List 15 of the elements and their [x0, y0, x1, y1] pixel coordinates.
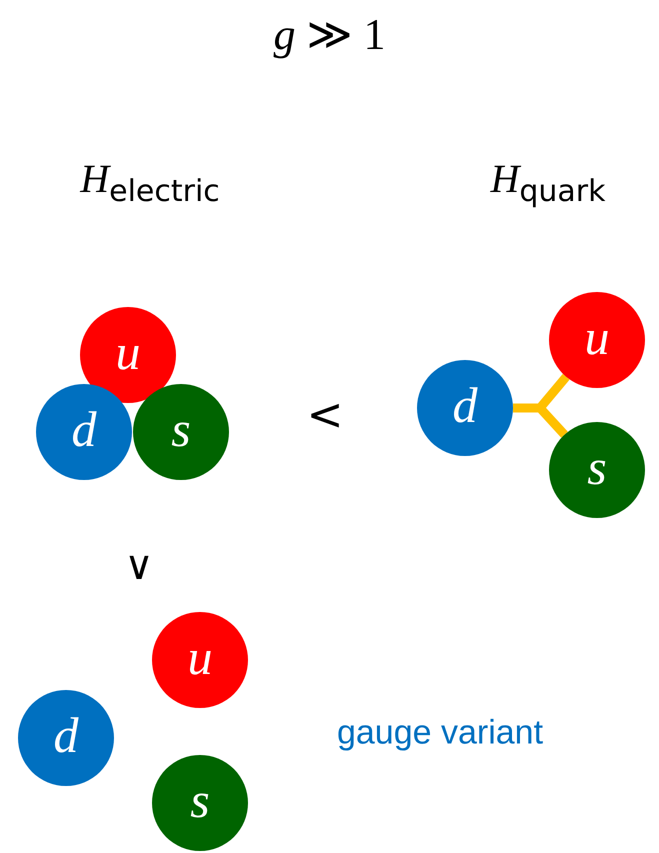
particle-circle: d	[18, 690, 114, 786]
comparison-symbol: ∨	[124, 543, 154, 589]
particle-circle: d	[417, 360, 513, 456]
math-label: H$_{electric}$	[80, 155, 220, 209]
particle-circle: d	[36, 384, 132, 480]
math-label: H$_{quark}$	[490, 155, 606, 209]
title: g ≫ 1	[272, 9, 386, 60]
particle-circle: u	[80, 307, 176, 403]
particle-circle: u	[152, 612, 248, 708]
comparison-symbol: <	[306, 390, 344, 440]
particle-circle: u	[549, 292, 645, 388]
note-label: gauge variant	[336, 714, 544, 752]
particle-circle: s	[133, 384, 229, 480]
particle-circle: s	[549, 422, 645, 518]
particle-circle: s	[152, 755, 248, 851]
